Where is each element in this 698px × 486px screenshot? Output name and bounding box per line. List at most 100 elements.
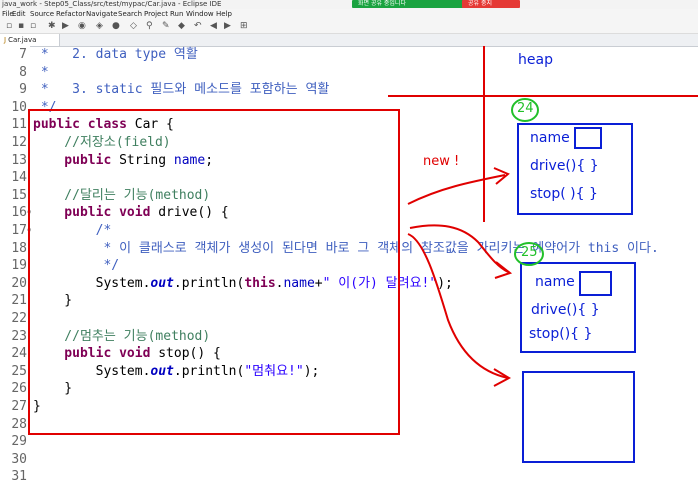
- line-number: 27: [11, 399, 27, 414]
- screen-share-notice: 화면 공유 중입니다: [352, 0, 464, 8]
- new-package-icon[interactable]: ◈: [96, 21, 103, 31]
- stop-share-button[interactable]: 공유 중지: [462, 0, 520, 8]
- annotation-icon[interactable]: ◆: [178, 21, 185, 31]
- code-token: public: [33, 152, 120, 168]
- code-line[interactable]: }: [33, 292, 72, 310]
- code-token: String: [119, 152, 174, 168]
- code-token: }: [33, 399, 41, 414]
- code-line[interactable]: * 이 클래스로 객체가 생성이 된다면 바로 그 객체의 참조값을 가리키는 …: [33, 240, 658, 258]
- save-icon[interactable]: ▪: [18, 21, 25, 31]
- menu-navigate[interactable]: Navigate: [86, 10, 118, 18]
- run-config-icon[interactable]: ◉: [78, 21, 86, 31]
- line-number: 24: [11, 346, 27, 362]
- line-number: 17: [11, 223, 27, 238]
- menu-window[interactable]: Window: [186, 10, 214, 18]
- arrow-object2-head: [494, 261, 513, 279]
- toolbar: ▫ ▪ ▫ ✱ ▶ ◉ ◈ ● ◇ ⚲ ✎ ◆ ↶ ◀ ▶ ⊞: [0, 19, 698, 34]
- menu-file[interactable]: File: [2, 10, 14, 18]
- last-edit-icon[interactable]: ↶: [194, 21, 202, 31]
- object1-name-slot: [574, 127, 602, 149]
- open-type-icon[interactable]: ◇: [130, 21, 137, 31]
- pin-icon[interactable]: ⊞: [240, 21, 248, 31]
- menu-edit[interactable]: Edit: [12, 10, 26, 18]
- code-token: Car {: [134, 117, 174, 133]
- code-line[interactable]: public String name;: [33, 152, 213, 170]
- object2-drive: drive(){ }: [531, 302, 600, 318]
- window-titlebar: java_work - Step05_Class/src/test/mypac/…: [0, 0, 698, 9]
- code-line[interactable]: System.out.println("멈춰요!");: [33, 363, 320, 381]
- menu-source[interactable]: Source: [30, 10, 55, 18]
- new-icon[interactable]: ▫: [6, 21, 13, 31]
- object2-stop: stop(){ }: [529, 326, 593, 342]
- code-line[interactable]: //달리는 기능(method): [33, 187, 210, 205]
- code-line[interactable]: *: [33, 64, 49, 82]
- code-token: name: [173, 152, 206, 168]
- code-token: /*: [33, 223, 112, 238]
- line-number: 10: [11, 99, 27, 115]
- code-token: name: [283, 275, 315, 291]
- back-icon[interactable]: ◀: [210, 21, 217, 31]
- object3-box: [522, 371, 635, 463]
- code-line[interactable]: public void stop() {: [33, 345, 221, 363]
- line-number: 18: [11, 240, 27, 256]
- menu-help[interactable]: Help: [216, 10, 232, 18]
- line-number: 7: [19, 47, 27, 62]
- code-token: * 3. static 필드와 메소드를 포함하는 역활: [33, 82, 330, 98]
- code-line[interactable]: public void drive() {: [33, 204, 229, 222]
- object1-drive: drive(){ }: [530, 158, 599, 174]
- line-number: 20: [11, 275, 27, 291]
- code-token: public class: [33, 117, 135, 133]
- arrow-new-object1: [407, 174, 506, 205]
- object2-box: [520, 262, 636, 353]
- code-line[interactable]: */: [33, 99, 57, 117]
- arrow-object2: [409, 224, 509, 273]
- object1-box: [517, 123, 633, 215]
- menu-refactor[interactable]: Refactor: [56, 10, 86, 18]
- code-line[interactable]: * 2. data type 역활: [33, 46, 198, 64]
- code-line[interactable]: public class Car {: [33, 116, 174, 134]
- line-number: 13: [11, 152, 27, 168]
- search-icon[interactable]: ⚲: [146, 21, 153, 31]
- run-icon[interactable]: ▶: [62, 21, 69, 31]
- menu-project[interactable]: Project: [144, 10, 168, 18]
- code-line[interactable]: /*: [33, 222, 112, 240]
- code-token: .println(: [173, 363, 245, 379]
- new-class-icon[interactable]: ●: [112, 21, 120, 31]
- menu-run[interactable]: Run: [170, 10, 184, 18]
- line-number: 12: [11, 135, 27, 150]
- code-token: }: [33, 293, 73, 309]
- menu-search[interactable]: Search: [118, 10, 143, 18]
- code-line[interactable]: */: [33, 257, 119, 275]
- object1-field: name: [530, 130, 570, 146]
- debug-icon[interactable]: ✱: [48, 21, 56, 31]
- code-token: */: [33, 99, 57, 115]
- object2-id-circle: [514, 242, 544, 266]
- code-line[interactable]: //멈추는 기능(method): [33, 328, 210, 346]
- line-number: 29: [11, 434, 27, 450]
- line-number: 8: [19, 64, 27, 80]
- print-icon[interactable]: ▫: [30, 21, 37, 31]
- heap-label: heap: [518, 52, 553, 68]
- object1-id: 24: [517, 101, 534, 116]
- code-token: out: [150, 363, 174, 379]
- code-line[interactable]: //저장소(field): [33, 134, 170, 152]
- line-number: 28: [11, 416, 27, 432]
- arrow-object3-head: [493, 368, 512, 387]
- code-line[interactable]: }: [33, 380, 72, 398]
- code-line[interactable]: }: [33, 398, 41, 416]
- code-line[interactable]: System.out.println(this.name+" 이(가) 달려요!…: [33, 275, 453, 293]
- code-token: public void: [33, 205, 159, 221]
- line-number: 14: [11, 170, 27, 186]
- code-token: "멈춰요!": [244, 363, 304, 379]
- toggle-mark-icon[interactable]: ✎: [162, 21, 170, 31]
- object1-id-circle: [511, 98, 539, 122]
- forward-icon[interactable]: ▶: [224, 21, 231, 31]
- line-number: 30: [11, 451, 27, 467]
- code-line[interactable]: * 3. static 필드와 메소드를 포함하는 역활: [33, 81, 330, 99]
- line-number: 15: [11, 187, 27, 203]
- code-token: .: [275, 275, 284, 291]
- code-token: drive() {: [158, 205, 229, 221]
